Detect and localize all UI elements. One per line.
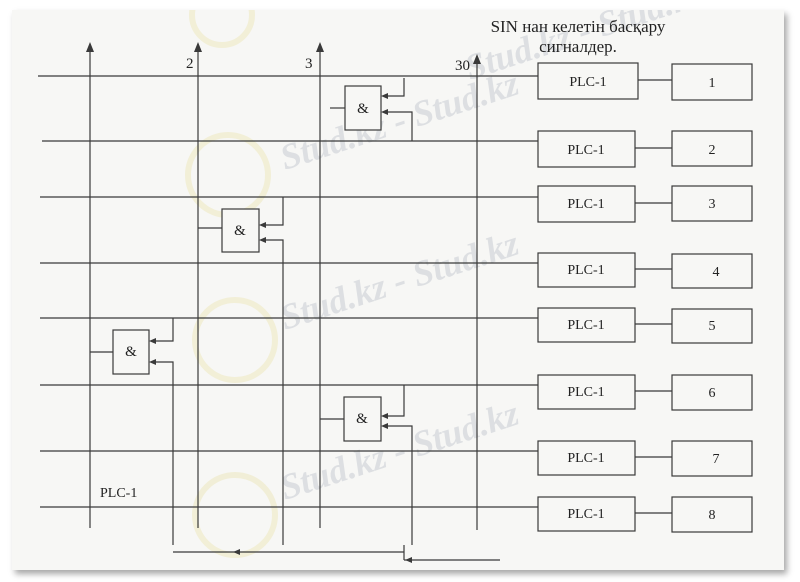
plc-label-4: PLC-1: [567, 263, 604, 278]
number-label-4: 4: [713, 265, 720, 280]
plc-label-7: PLC-1: [567, 451, 604, 466]
bus-arrow-3: [316, 42, 324, 52]
svg-text:Stud.kz - Stud.kz: Stud.kz - Stud.kz: [275, 393, 523, 508]
bus-arrow-30: [473, 54, 481, 64]
number-box-5: [671, 308, 753, 344]
bus-arrow-2: [194, 42, 202, 52]
plc-box-3: [537, 185, 636, 223]
header-line-1: SIN нан келетін басқару: [491, 17, 666, 36]
plc-boxes: PLC-1 PLC-1 PLC-1 PLC-1 PLC-1 PLC-1 PLC-…: [537, 62, 639, 532]
number-box-1: [671, 63, 753, 101]
plc-box-4: [537, 252, 636, 288]
number-boxes: 1 2 3 4 5 6 7 8: [671, 63, 753, 533]
number-label-8: 8: [709, 508, 716, 523]
circuit-diagram: Stud.kz - Stud.kz Stud.kz - Stud.kz Stud…: [38, 10, 753, 563]
plc-connectors: [635, 79, 672, 514]
scanned-figure: Stud.kz - Stud.kz Stud.kz - Stud.kz Stud…: [12, 10, 784, 570]
number-label-7: 7: [713, 452, 720, 467]
number-box-7: [671, 440, 753, 477]
plc-box-5: [537, 307, 636, 343]
and-gate-1: &: [330, 78, 413, 141]
plc-label-6: PLC-1: [567, 385, 604, 400]
and-gate-2: &: [198, 197, 284, 545]
bus-label-3: 3: [305, 56, 313, 72]
watermark-logo: [185, 10, 278, 558]
number-label-2: 2: [709, 143, 716, 158]
plc-box-1: [537, 62, 639, 100]
number-box-2: [671, 130, 753, 167]
number-label-6: 6: [709, 386, 716, 401]
number-box-8: [671, 496, 753, 533]
number-label-1: 1: [709, 76, 716, 91]
plc-label-3: PLC-1: [567, 197, 604, 212]
svg-text:&: &: [356, 411, 368, 427]
number-label-3: 3: [709, 197, 716, 212]
number-label-5: 5: [709, 319, 716, 334]
bus-label-30: 30: [455, 58, 470, 74]
plc-label-8: PLC-1: [567, 507, 604, 522]
watermark-text: Stud.kz - Stud.kz Stud.kz - Stud.kz Stud…: [275, 10, 708, 508]
row-lines: [38, 75, 538, 508]
number-box-6: [671, 374, 753, 411]
plc-label-1: PLC-1: [569, 75, 606, 90]
bus-arrow-1: [86, 42, 94, 52]
bottom-feedback-lines: [173, 545, 500, 563]
plc-label-5: PLC-1: [567, 318, 604, 333]
svg-text:Stud.kz - Stud.kz: Stud.kz - Stud.kz: [275, 223, 523, 338]
and-gate-3: &: [90, 318, 174, 545]
plc-box-2: [537, 130, 636, 168]
svg-text:&: &: [357, 101, 369, 117]
bottom-plc-label: PLC-1: [100, 486, 137, 501]
and-gate-4: &: [320, 385, 413, 545]
plc-box-7: [537, 440, 636, 476]
vertical-buses: [86, 42, 481, 530]
number-box-4: [671, 253, 753, 289]
bus-label-2: 2: [186, 56, 194, 72]
plc-label-2: PLC-1: [567, 143, 604, 158]
number-box-3: [671, 185, 753, 222]
svg-text:&: &: [125, 344, 137, 360]
plc-box-6: [537, 374, 636, 410]
svg-text:&: &: [234, 223, 246, 239]
plc-box-8: [537, 496, 636, 532]
header-line-2: сигналдер.: [539, 37, 617, 56]
svg-text:Stud.kz - Stud.kz: Stud.kz - Stud.kz: [275, 63, 523, 178]
